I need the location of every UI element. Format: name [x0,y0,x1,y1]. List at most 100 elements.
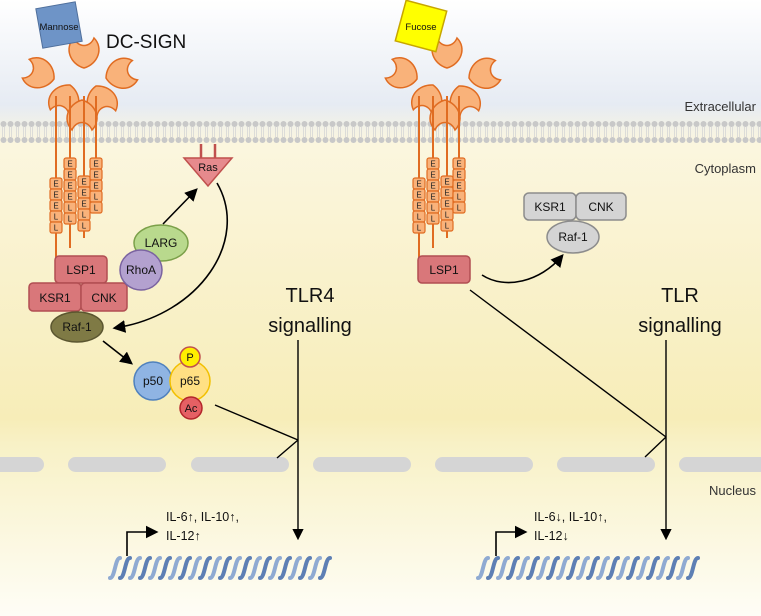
dna-strand [178,556,192,580]
fucose-label: Fucose [405,22,436,33]
dna-strand [666,556,680,580]
lsp1-node: LSP1 [54,255,108,284]
lsp1-to-raf1-right-arrow [481,254,564,284]
motif-letter: L [68,204,73,213]
ras-to-raf1-arrow [112,182,228,333]
motif-letter: E [93,171,98,180]
dna-strand [626,556,640,580]
lsp1-label: LSP1 [66,263,96,277]
motif-letter: L [457,204,462,213]
cytokines-right-line2: IL-12↓ [534,529,569,543]
raf1-to-nfkb-arrow [102,340,134,365]
motif-box [452,201,466,214]
motif-letter: E [456,182,461,191]
dna-strand [168,556,182,580]
dna-strand [686,556,700,580]
raf1-label: Raf-1 [62,320,92,334]
cnk-right-node: CNK [575,192,627,221]
cytokines-left-line1: IL-6↑, IL-10↑, [166,510,239,524]
ras-node: Ras [182,144,234,188]
dna-strand [188,556,202,580]
transcription-start-right [495,525,528,556]
motif-letter: E [444,178,449,187]
crd-lobe [21,57,55,89]
dna-strand [198,556,212,580]
nucleus-label: Nucleus [709,483,756,498]
dna-strand [596,556,610,580]
p50-node: p50 [133,361,173,401]
tlr-branch-line [644,436,667,458]
dna-strand [476,556,490,580]
dna-strand [546,556,560,580]
lsp1-right-label: LSP1 [429,263,459,277]
motif-letter: L [457,193,462,202]
nuclear-envelope [0,457,761,472]
crd-lobe [384,57,418,89]
larg-label: LARG [145,236,178,250]
dna-strand [108,556,122,580]
tlr4-branch-line [276,439,299,459]
mannose-ligand: Mannose [35,1,83,49]
motif-letter: E [430,182,435,191]
crd-lobe [431,36,463,69]
dna-strand [576,556,590,580]
dna-strand [148,556,162,580]
motif-letter: L [417,224,422,233]
motif-box [426,212,440,225]
mannose-label: Mannose [39,22,78,33]
motif-box [49,221,63,234]
motif-letter: E [67,171,72,180]
motif-letter: L [445,222,450,231]
nfkb-to-tlr4-line [214,404,299,441]
motif-letter: L [82,211,87,220]
dna-strand [586,556,600,580]
crd-lobe [105,57,139,89]
motif-letter: L [68,215,73,224]
dna-strand [238,556,252,580]
raf1-node: Raf-1 [50,311,104,343]
motif-letter: L [431,215,436,224]
phospho-node: P [179,346,201,368]
transcription-start-left [126,525,159,556]
acetyl-node: Ac [179,396,203,420]
cnk-label: CNK [91,291,116,305]
dna-helix-left [108,556,332,580]
motif-letter: E [53,202,58,211]
dna-strand [268,556,282,580]
motif-letter: E [67,193,72,202]
acetyl-label: Ac [185,403,198,415]
dna-strand [298,556,312,580]
raf1-right-label: Raf-1 [558,230,588,244]
rhoa-label: RhoA [126,263,156,277]
motif-letter: E [67,182,72,191]
motif-letter: E [53,180,58,189]
raf1-right-node: Raf-1 [546,220,600,254]
dna-strand [128,556,142,580]
motif-letter: L [54,213,59,222]
dna-strand [496,556,510,580]
lsp1-to-tlr-line [469,289,667,438]
motif-letter: E [430,171,435,180]
cnk-right-label: CNK [588,200,613,214]
dna-strand [556,556,570,580]
motif-letter: E [444,200,449,209]
crd-lobe [468,57,502,89]
dna-strand [208,556,222,580]
dna-strand [526,556,540,580]
dna-strand [566,556,580,580]
motif-letter: L [94,204,99,213]
dc-sign-title: DC-SIGN [106,32,186,53]
motif-letter: E [53,191,58,200]
larg-to-ras-arrow [162,188,198,225]
dna-strand [536,556,550,580]
p65-label: p65 [180,374,200,388]
dna-strand [118,556,132,580]
dna-strand [636,556,650,580]
dna-strand [646,556,660,580]
motif-letter: E [81,189,86,198]
motif-box [77,219,91,232]
